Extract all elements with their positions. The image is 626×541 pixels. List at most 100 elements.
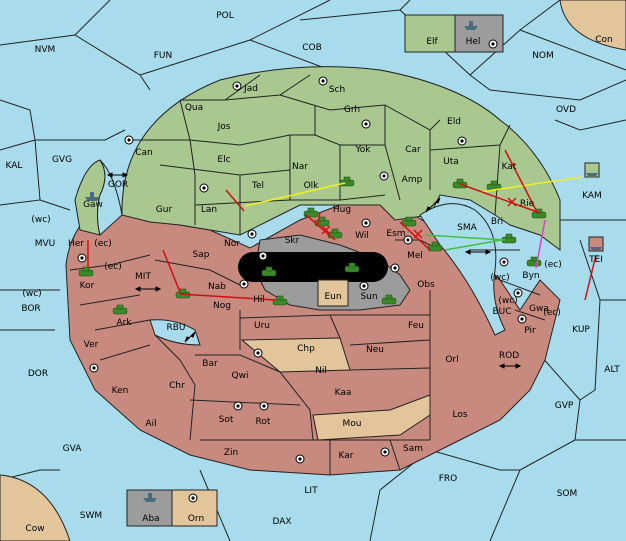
continent bbox=[65, 66, 561, 476]
sea-label-swm: SWM bbox=[80, 511, 102, 521]
army-unit-ark bbox=[112, 304, 128, 315]
sea-label-dax: DAX bbox=[272, 517, 291, 527]
province-car: Car bbox=[405, 145, 421, 155]
order-arrow bbox=[459, 183, 541, 214]
order-arrow bbox=[317, 211, 321, 225]
order-arrow bbox=[244, 182, 346, 207]
province-mou: Mou bbox=[343, 419, 362, 429]
supply-center-icon bbox=[380, 447, 390, 457]
order-arrow bbox=[304, 213, 336, 241]
army-unit-mel bbox=[427, 241, 443, 252]
sea-label-lit: LIT bbox=[304, 486, 318, 496]
province-nor: Nor bbox=[224, 239, 240, 249]
province-qua: Qua bbox=[185, 103, 203, 113]
supply-center-icon bbox=[359, 281, 369, 291]
province-pir: Pir bbox=[524, 326, 536, 336]
province-nar: Nar bbox=[292, 162, 308, 172]
province-bri: Bri bbox=[491, 217, 503, 227]
sea-label-kam: KAM bbox=[582, 191, 602, 201]
province-sap: Sap bbox=[193, 250, 210, 260]
province-jos: Jos bbox=[217, 122, 231, 132]
supply-center-icon bbox=[89, 363, 99, 373]
supply-center-icon bbox=[199, 183, 209, 193]
eun-province[interactable] bbox=[317, 279, 349, 307]
province-sch: Sch bbox=[329, 85, 345, 95]
province-ver: Ver bbox=[84, 340, 99, 350]
sea-label-nvm: NVM bbox=[35, 45, 56, 55]
province-uru: Uru bbox=[254, 321, 270, 331]
fleet-unit-kam bbox=[584, 162, 600, 178]
province-chp: Chp bbox=[297, 344, 315, 354]
sea-label-gvg: GVG bbox=[52, 155, 72, 165]
supply-center-icon bbox=[253, 348, 263, 358]
army-unit-sun bbox=[381, 294, 397, 305]
sea-label-ovd: OVD bbox=[556, 105, 576, 115]
province-eun: Eun bbox=[324, 292, 341, 302]
order-arrow bbox=[225, 189, 245, 212]
order-arrow bbox=[179, 293, 276, 301]
province-sun: Sun bbox=[360, 292, 377, 302]
sea-label-cob: COB bbox=[302, 43, 322, 53]
elf-province[interactable] bbox=[404, 14, 456, 53]
army-unit-rie bbox=[531, 208, 547, 219]
army-unit-uta bbox=[452, 178, 468, 189]
province-hel: Hel bbox=[466, 37, 481, 47]
order-arrow bbox=[584, 254, 597, 301]
units[interactable] bbox=[78, 176, 547, 315]
province-qwi: Qwi bbox=[232, 371, 249, 381]
province-uta: Uta bbox=[443, 157, 459, 167]
province-hug: Hug bbox=[333, 205, 351, 215]
province-gwa: Gwa bbox=[529, 304, 549, 314]
province-jad: Jad bbox=[243, 84, 258, 94]
order-arrow bbox=[424, 234, 506, 241]
province-web: Web bbox=[284, 270, 304, 280]
province-elf: Elf bbox=[426, 37, 438, 47]
coast-her-wc: (wc) bbox=[31, 215, 50, 225]
supply-center-icon bbox=[259, 401, 269, 411]
province-nab: Nab bbox=[208, 282, 226, 292]
coast-kor-wc: (wc) bbox=[22, 289, 41, 299]
province-can: Can bbox=[135, 148, 153, 158]
supply-center-icon bbox=[403, 235, 413, 245]
province-mel: Mel bbox=[407, 251, 423, 261]
sea-label-fun: FUN bbox=[154, 51, 173, 61]
province-yok: Yok bbox=[354, 145, 371, 155]
province-lan: Lan bbox=[201, 205, 217, 215]
army-unit-bri bbox=[501, 233, 517, 244]
province-ail: Ail bbox=[145, 419, 156, 429]
supply-center-icon bbox=[457, 136, 467, 146]
supply-centers bbox=[77, 39, 527, 503]
province-byn: Byn bbox=[522, 271, 539, 281]
sea-label-fro: FRO bbox=[439, 474, 458, 484]
province-kaa: Kaa bbox=[335, 388, 352, 398]
sea-label-gva: GVA bbox=[63, 444, 83, 454]
coast-gwa-wc: (wc) bbox=[498, 296, 517, 306]
province-sam: Sam bbox=[403, 444, 423, 454]
sea-label-sma: SMA bbox=[457, 223, 477, 233]
province-eld: Eld bbox=[447, 117, 461, 127]
province-bar: Bar bbox=[202, 359, 218, 369]
sea-label-rod: ROD bbox=[499, 351, 519, 361]
province-nog: Nog bbox=[213, 301, 231, 311]
fleets[interactable] bbox=[85, 21, 604, 502]
green-region[interactable] bbox=[121, 66, 561, 251]
province-esm: Esm bbox=[386, 229, 405, 239]
province-aba: Aba bbox=[142, 514, 159, 524]
army-unit-olk bbox=[339, 176, 355, 187]
province-nil: Nil bbox=[315, 366, 327, 376]
sea-label-gvp: GVP bbox=[555, 401, 574, 411]
province-sot: Sot bbox=[219, 415, 234, 425]
supply-center-icon bbox=[295, 454, 305, 464]
sea-label-alt: ALT bbox=[604, 365, 620, 375]
adjacency-arrows bbox=[106, 172, 522, 369]
coast-byn-wc: (wc) bbox=[490, 273, 509, 283]
order-arrow bbox=[444, 239, 503, 251]
province-gaw: Gaw bbox=[83, 200, 103, 210]
supply-center-icon bbox=[188, 493, 198, 503]
sea-label-pol: POL bbox=[216, 11, 234, 21]
province-rie: Rie bbox=[520, 199, 535, 209]
